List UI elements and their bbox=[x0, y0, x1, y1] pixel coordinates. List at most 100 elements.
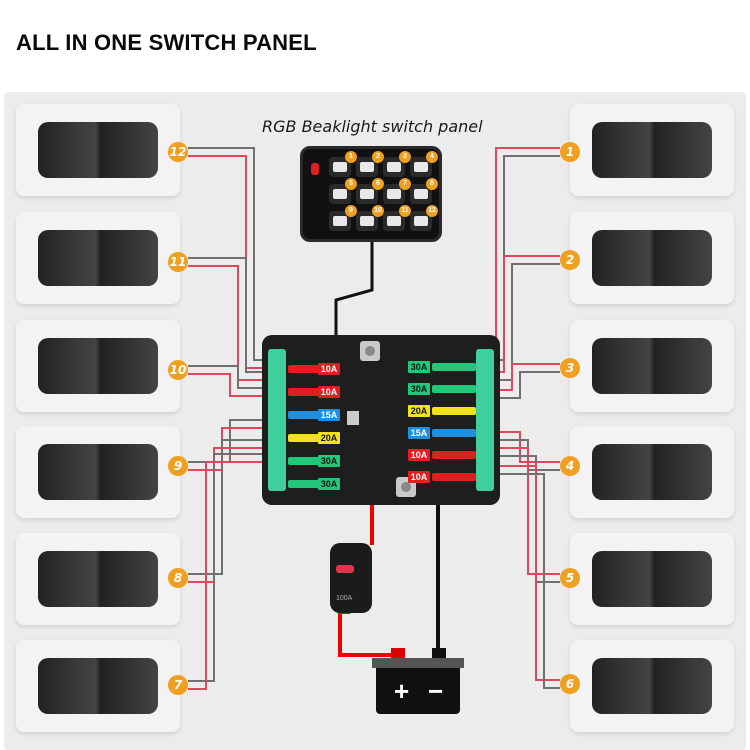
positive-wire bbox=[188, 155, 272, 369]
light-image bbox=[592, 230, 712, 286]
switch-number: 6 bbox=[372, 178, 384, 190]
negative-wire bbox=[492, 473, 560, 689]
switch-button-8[interactable]: 8 bbox=[410, 178, 438, 204]
power-indicator bbox=[311, 163, 319, 175]
switch-button-6[interactable]: 6 bbox=[356, 178, 384, 204]
switch-number: 3 bbox=[399, 151, 411, 163]
channel-badge: 6 bbox=[560, 674, 580, 694]
switch-button-10[interactable]: 10 bbox=[356, 205, 384, 231]
negative-wire bbox=[492, 371, 560, 399]
fuse bbox=[432, 363, 476, 371]
light-card-6 bbox=[570, 640, 734, 732]
channel-badge: 3 bbox=[560, 358, 580, 378]
negative-wire bbox=[188, 257, 272, 373]
negative-wire bbox=[492, 155, 560, 361]
fuse bbox=[432, 407, 476, 415]
channel-badge: 9 bbox=[168, 456, 188, 476]
fuse-rating: 15A bbox=[318, 409, 340, 421]
fuse bbox=[288, 457, 332, 465]
light-card-1 bbox=[570, 104, 734, 196]
positive-wire bbox=[188, 447, 272, 583]
circuit-breaker: 100A bbox=[330, 543, 372, 613]
fuse bbox=[432, 451, 476, 459]
battery: + − bbox=[372, 658, 464, 714]
light-image bbox=[38, 338, 158, 394]
channel-badge: 7 bbox=[168, 675, 188, 695]
fuse-rating: 10A bbox=[318, 363, 340, 375]
page-title: ALL IN ONE SWITCH PANEL bbox=[16, 30, 317, 55]
plus-icon: + bbox=[394, 676, 410, 706]
negative-wire bbox=[188, 365, 272, 389]
light-card-4 bbox=[570, 426, 734, 518]
switch-number: 8 bbox=[426, 178, 438, 190]
function-icon bbox=[360, 162, 374, 172]
switch-number: 12 bbox=[426, 205, 438, 217]
switch-number: 5 bbox=[345, 178, 357, 190]
light-card-10 bbox=[16, 320, 180, 412]
switch-button-5[interactable]: 5 bbox=[329, 178, 357, 204]
switch-number: 9 bbox=[345, 205, 357, 217]
function-icon bbox=[414, 216, 428, 226]
fuse bbox=[288, 411, 332, 419]
switch-button-12[interactable]: 12 bbox=[410, 205, 438, 231]
switch-number: 10 bbox=[372, 205, 384, 217]
function-icon bbox=[414, 189, 428, 199]
light-card-7 bbox=[16, 640, 180, 732]
function-icon bbox=[414, 162, 428, 172]
battery-positive-terminal bbox=[391, 648, 405, 660]
fuse-rating: 20A bbox=[318, 432, 340, 444]
switch-number: 1 bbox=[345, 151, 357, 163]
fuse-rating: 10A bbox=[318, 386, 340, 398]
fuse-rating: 30A bbox=[408, 383, 430, 395]
fuse-rating: 10A bbox=[408, 471, 430, 483]
light-image bbox=[592, 658, 712, 714]
channel-badge: 5 bbox=[560, 568, 580, 588]
channel-badge: 2 bbox=[560, 250, 580, 270]
switch-button-1[interactable]: 1 bbox=[329, 151, 357, 177]
positive-bolt bbox=[360, 341, 380, 361]
fuse-rating: 20A bbox=[408, 405, 430, 417]
channel-badge: 4 bbox=[560, 456, 580, 476]
negative-wire bbox=[492, 263, 560, 381]
light-image bbox=[38, 551, 158, 607]
ground-wire bbox=[410, 488, 440, 648]
light-image bbox=[592, 551, 712, 607]
breaker-to-battery-wire bbox=[338, 610, 398, 657]
positive-wire bbox=[492, 363, 560, 391]
fuse bbox=[432, 385, 476, 393]
fuse-rating: 15A bbox=[408, 427, 430, 439]
breaker-lever[interactable] bbox=[336, 565, 354, 573]
light-card-5 bbox=[570, 533, 734, 625]
switch-button-4[interactable]: 4 bbox=[410, 151, 438, 177]
channel-badge: 10 bbox=[168, 360, 188, 380]
fuse bbox=[288, 434, 332, 442]
minus-icon: − bbox=[428, 676, 444, 706]
switch-button-2[interactable]: 2 bbox=[356, 151, 384, 177]
switch-button-9[interactable]: 9 bbox=[329, 205, 357, 231]
fuse bbox=[432, 429, 476, 437]
fuse-rating: 10A bbox=[408, 449, 430, 461]
switch-button-7[interactable]: 7 bbox=[383, 178, 411, 204]
fuse-rating: 30A bbox=[318, 455, 340, 467]
function-icon bbox=[360, 216, 374, 226]
light-card-9 bbox=[16, 426, 180, 518]
switch-number: 4 bbox=[426, 151, 438, 163]
negative-wire bbox=[188, 453, 272, 682]
battery-negative-terminal bbox=[432, 648, 446, 660]
light-card-11 bbox=[16, 212, 180, 304]
light-card-2 bbox=[570, 212, 734, 304]
light-image bbox=[38, 230, 158, 286]
function-icon bbox=[387, 189, 401, 199]
channel-badge: 11 bbox=[168, 252, 188, 272]
light-image bbox=[592, 338, 712, 394]
switch-button-3[interactable]: 3 bbox=[383, 151, 411, 177]
switch-button-11[interactable]: 11 bbox=[383, 205, 411, 231]
channel-badge: 12 bbox=[168, 142, 188, 162]
function-icon bbox=[387, 216, 401, 226]
function-icon bbox=[333, 162, 347, 172]
relay-indicator bbox=[347, 411, 359, 425]
positive-wire bbox=[492, 465, 560, 681]
channel-badge: 8 bbox=[168, 568, 188, 588]
